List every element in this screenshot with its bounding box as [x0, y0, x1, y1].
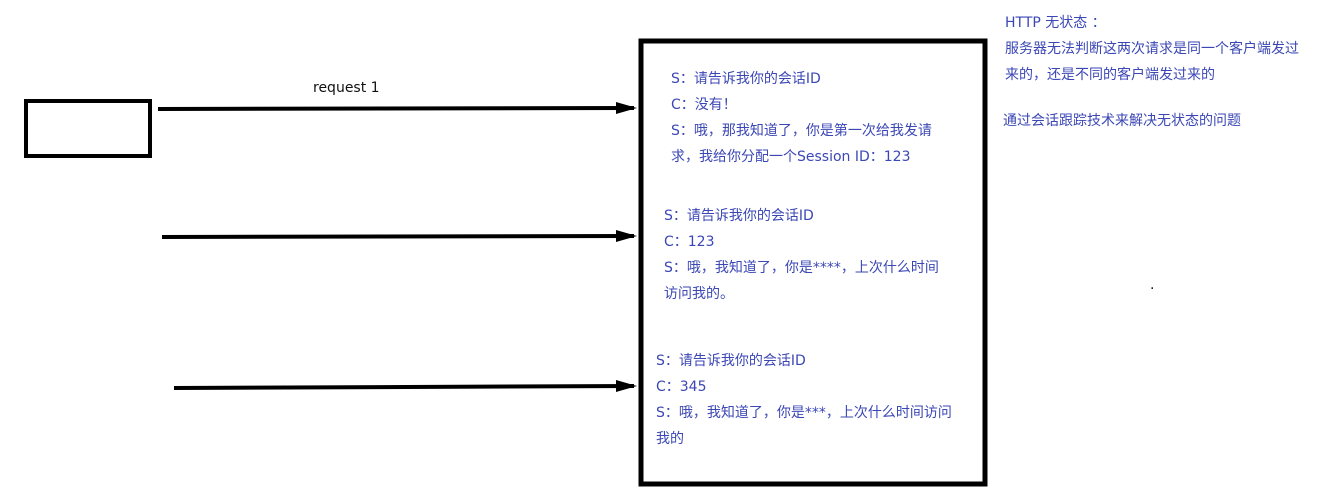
arrow-request-2 [161, 234, 635, 239]
note-line-2: 来的，还是不同的客户端发过来的 [1005, 67, 1215, 83]
session-1-line-3: S：哦，那我知道了，你是第一次给我发请 [671, 123, 932, 139]
session-1-line-1: S：请告诉我你的会话ID [671, 71, 821, 87]
session-1-line-4: 求，我给你分配一个Session ID：123 [671, 149, 911, 165]
session-1-line-2: C：没有！ [671, 97, 737, 113]
note-line-3: 通过会话跟踪技术来解决无状态的问题 [1003, 113, 1241, 129]
arrow-request-3 [173, 384, 635, 390]
session-3-line-4: 我的 [656, 431, 684, 447]
server-box [638, 38, 988, 487]
arrow-request-1 [157, 106, 635, 111]
arrow-head-3 [616, 380, 637, 392]
session-3-line-2: C：345 [656, 379, 707, 395]
session-3-line-3: S：哦，我知道了，你是***，上次什么时间访问 [656, 405, 952, 421]
session-2-line-1: S：请告诉我你的会话ID [664, 208, 814, 224]
session-2-line-2: C：123 [664, 234, 715, 250]
note-title: HTTP 无状态 ： [1005, 15, 1106, 31]
session-2-line-4: 访问我的。 [664, 286, 734, 302]
arrow-label-request-1: request 1 [313, 80, 380, 96]
session-2-line-3: S：哦，我知道了，你是****，上次什么时间 [664, 260, 939, 276]
arrow-head-2 [616, 230, 637, 242]
stray-dot: . [1150, 277, 1155, 293]
arrow-head-1 [616, 102, 637, 114]
note-line-1: 服务器无法判断这两次请求是同一个客户端发过 [1005, 41, 1299, 57]
client-box [24, 99, 152, 158]
session-3-line-1: S：请告诉我你的会话ID [656, 353, 806, 369]
